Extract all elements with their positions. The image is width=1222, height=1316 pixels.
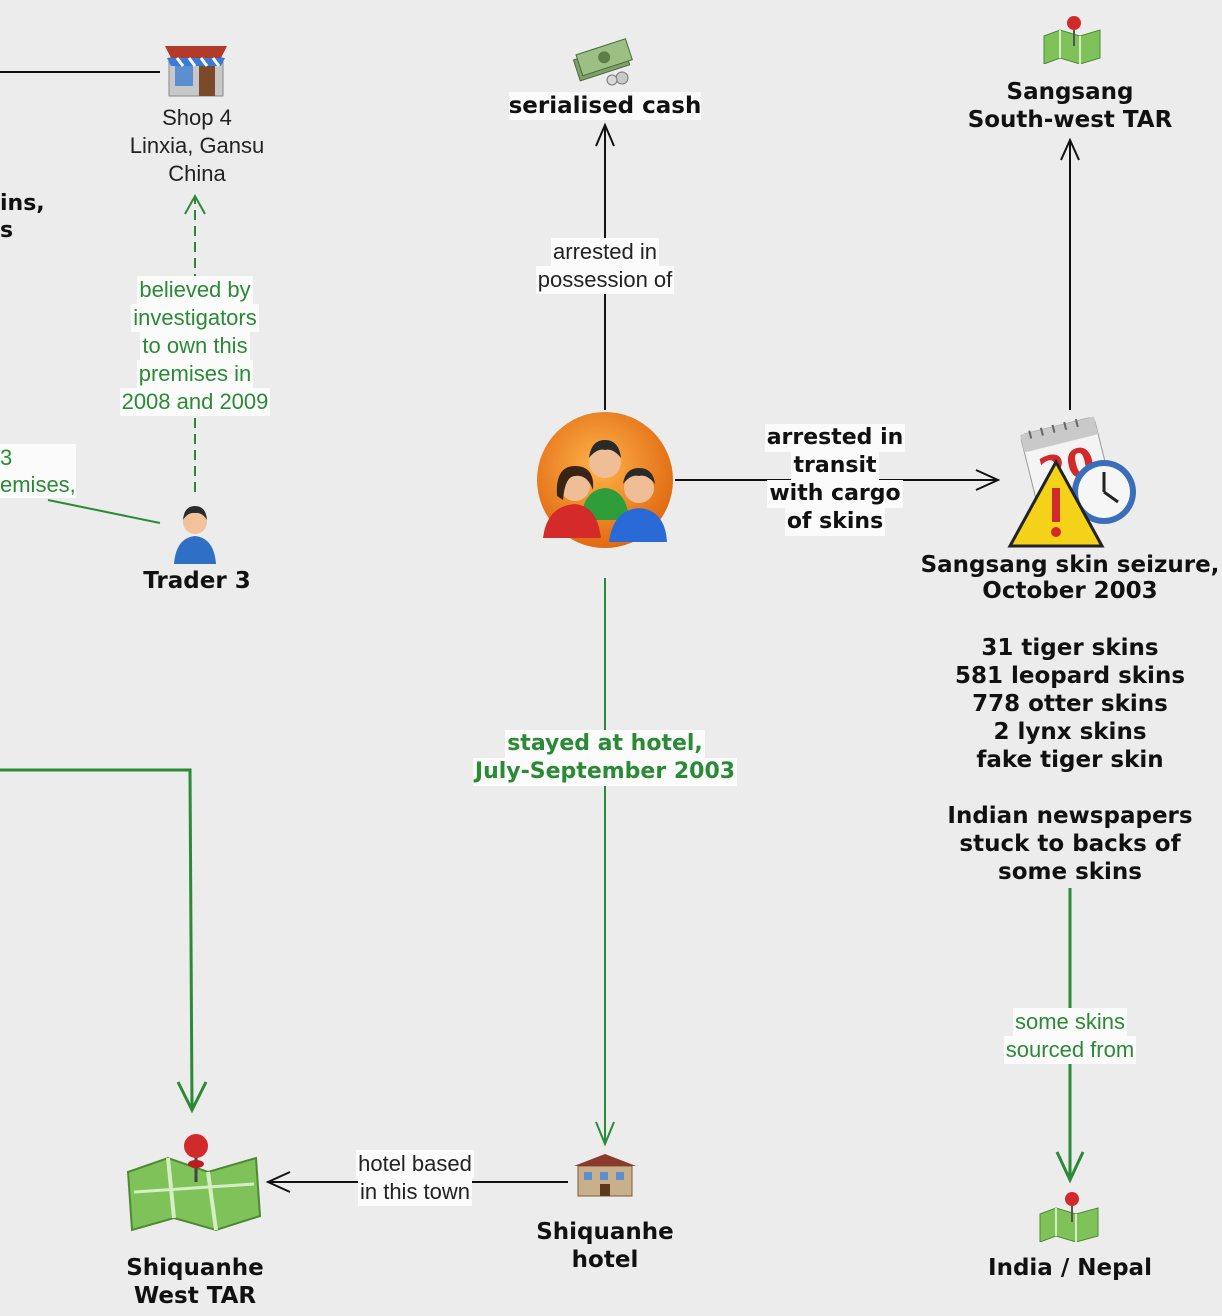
- fragment-line: 3: [0, 444, 76, 471]
- arrested-transit-line: with cargo: [767, 480, 903, 508]
- node-india-nepal: India / Nepal: [980, 1254, 1160, 1282]
- node-sangsang: Sangsang South-west TAR: [965, 78, 1175, 134]
- arrowhead-shiquanhe: [176, 1081, 208, 1114]
- believed-own-line: investigators: [131, 304, 259, 332]
- seizure-details: 31 tiger skins 581 leopard skins 778 ott…: [950, 634, 1190, 774]
- group-icon: [537, 412, 673, 548]
- seizure-title-line: October 2003: [982, 578, 1158, 604]
- arrowhead-shop4: [184, 193, 206, 215]
- edge-label-arrested-transit: arrested in transit with cargo of skins: [755, 424, 915, 536]
- arrested-possession-line: arrested in: [551, 238, 659, 266]
- fragment-left-top: ins, s: [0, 190, 45, 244]
- arrested-transit-line: arrested in: [764, 424, 906, 452]
- cash-icon: [572, 38, 633, 86]
- believed-own-line: premises in: [136, 360, 254, 388]
- edge-label-some-skins: some skins sourced from: [995, 1008, 1145, 1064]
- arrested-transit-line: transit: [791, 452, 879, 480]
- seizure-detail-line: 778 otter skins: [972, 691, 1168, 717]
- edge-label-arrested-possession: arrested in possession of: [520, 238, 690, 294]
- arrowhead-hotel: [595, 1121, 615, 1147]
- shop4-line: Linxia, Gansu: [129, 133, 265, 158]
- hotel-based-line: in this town: [357, 1178, 473, 1206]
- edge-label-hotel-based: hotel based in this town: [340, 1150, 490, 1206]
- fragment-line: emises,: [0, 471, 76, 498]
- edge-label-stayed-hotel: stayed at hotel, July-September 2003: [455, 730, 755, 786]
- seizure-title-line: Sangsang skin seizure,: [920, 552, 1220, 578]
- arrested-transit-line: of skins: [784, 508, 886, 536]
- arrowhead-cash: [595, 122, 615, 147]
- shop4-line: China: [168, 161, 226, 186]
- arrowhead-sangsang: [1060, 137, 1080, 161]
- node-serialised-cash: serialised cash: [505, 92, 705, 120]
- fragment-line: s: [0, 218, 14, 243]
- some-skins-line: some skins: [1012, 1008, 1128, 1036]
- seizure-warning-icon: 20: [1007, 416, 1136, 548]
- connector-left-trader3: [47, 499, 161, 524]
- hotel-based-line: hotel based: [356, 1150, 474, 1178]
- believed-own-line: 2008 and 2009: [119, 388, 271, 416]
- map-pin-icon: [1043, 16, 1101, 64]
- stayed-hotel-line: July-September 2003: [472, 758, 738, 786]
- trader3-label: Trader 3: [143, 568, 251, 594]
- newspapers-line: Indian newspapers: [947, 803, 1193, 829]
- node-seizure: Sangsang skin seizure, October 2003: [920, 552, 1220, 604]
- newspapers-line: stuck to backs of: [959, 831, 1181, 857]
- stayed-hotel-line: stayed at hotel,: [505, 730, 705, 758]
- hotel-icon: [574, 1154, 636, 1197]
- arrowhead-seizure: [975, 469, 1001, 491]
- believed-own-line: believed by: [137, 276, 253, 304]
- node-shiquanhe-hotel: Shiquanhe hotel: [525, 1218, 685, 1274]
- india-nepal-label: India / Nepal: [988, 1255, 1152, 1281]
- some-skins-line: sourced from: [1003, 1036, 1137, 1064]
- fragment-line: ins,: [0, 191, 45, 216]
- fragment-left-green: 3 emises,: [0, 444, 76, 498]
- shop-icon: [165, 46, 227, 97]
- seizure-detail-line: fake tiger skin: [976, 747, 1164, 773]
- person-icon: [174, 506, 216, 564]
- node-shop4: Shop 4 Linxia, Gansu China: [112, 104, 282, 188]
- serialised-cash-label: serialised cash: [508, 92, 702, 120]
- newspapers-line: some skins: [998, 859, 1142, 885]
- shiquanhe-town-line: Shiquanhe: [126, 1255, 264, 1281]
- shiquanhe-hotel-line: hotel: [571, 1247, 639, 1273]
- sangsang-line: South-west TAR: [967, 107, 1173, 133]
- shop4-line: Shop 4: [162, 105, 232, 130]
- believed-own-line: to own this: [140, 332, 250, 360]
- map-pin-icon: [1039, 1192, 1099, 1242]
- map-pin-icon: [126, 1134, 262, 1232]
- arrowhead-india: [1055, 1151, 1085, 1184]
- sangsang-line: Sangsang: [1006, 79, 1134, 105]
- connector-left-shiquanhe: [0, 768, 194, 1109]
- shiquanhe-town-line: West TAR: [133, 1283, 257, 1309]
- seizure-detail-line: 31 tiger skins: [981, 635, 1159, 661]
- edge-label-believed-own: believed by investigators to own this pr…: [110, 276, 280, 416]
- shiquanhe-hotel-line: Shiquanhe: [536, 1219, 674, 1245]
- arrested-possession-line: possession of: [535, 266, 675, 294]
- arrowhead-town: [265, 1171, 291, 1193]
- newspapers-note: Indian newspapers stuck to backs of some…: [940, 802, 1200, 886]
- node-shiquanhe-town: Shiquanhe West TAR: [115, 1254, 275, 1310]
- seizure-detail-line: 2 lynx skins: [993, 719, 1147, 745]
- seizure-detail-line: 581 leopard skins: [954, 663, 1186, 689]
- node-trader3: Trader 3: [132, 567, 262, 595]
